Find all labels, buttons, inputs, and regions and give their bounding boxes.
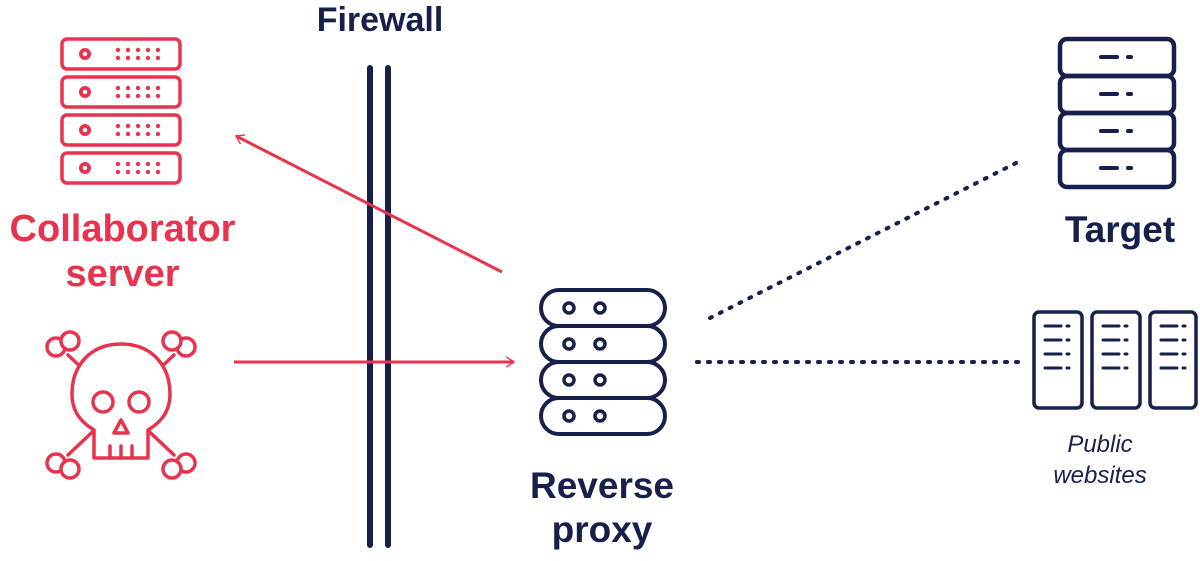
led-dot xyxy=(135,47,141,53)
led-dot xyxy=(145,55,151,61)
collaborator-label-line2: server xyxy=(65,252,180,295)
reverse-proxy-icon xyxy=(539,288,667,436)
target-label: Target xyxy=(1064,209,1176,250)
collaborator-server-icon xyxy=(60,37,182,185)
led-dot xyxy=(135,85,141,91)
public-label-line1: Public xyxy=(1067,431,1133,458)
led-dot xyxy=(125,85,131,91)
led-dot xyxy=(115,93,121,99)
led-dot xyxy=(115,161,121,167)
target-server-icon xyxy=(1057,36,1177,190)
led-dot xyxy=(125,55,131,61)
led-dot xyxy=(145,93,151,99)
led-dot xyxy=(135,161,141,167)
led-dot xyxy=(125,169,131,175)
led-dot xyxy=(125,93,131,99)
led-dot xyxy=(115,47,121,53)
skull-crossbones-icon xyxy=(45,330,197,480)
led-dot xyxy=(135,123,141,129)
reverse-proxy-label: Reverse proxy xyxy=(492,464,712,551)
led-dot xyxy=(115,55,121,61)
public-websites-label: Public websites xyxy=(1035,429,1165,491)
dotted-link-proxy-to-target xyxy=(708,160,1020,320)
led-dot xyxy=(155,55,161,61)
led-dot xyxy=(125,161,131,167)
led-dot xyxy=(155,93,161,99)
led-dot xyxy=(145,123,151,129)
led-dot xyxy=(145,85,151,91)
led-dot xyxy=(125,123,131,129)
firewall-label: Firewall xyxy=(316,1,444,39)
firewall xyxy=(367,65,391,548)
led-dot xyxy=(135,55,141,61)
led-dot xyxy=(115,123,121,129)
led-dot xyxy=(125,47,131,53)
led-dot xyxy=(155,47,161,53)
led-dot xyxy=(155,85,161,91)
led-dot xyxy=(145,131,151,137)
led-dot xyxy=(135,169,141,175)
proxy-label-line2: proxy xyxy=(551,508,653,550)
led-dot xyxy=(155,131,161,137)
led-dot xyxy=(145,161,151,167)
public-websites-icon xyxy=(1032,310,1198,410)
led-dot xyxy=(115,85,121,91)
collaborator-label-line1: Collaborator xyxy=(9,208,236,250)
led-dot xyxy=(135,93,141,99)
led-dot xyxy=(155,169,161,175)
public-label-line2: websites xyxy=(1053,462,1147,490)
led-dot xyxy=(115,131,121,137)
led-dot xyxy=(115,169,121,175)
led-dot xyxy=(155,123,161,129)
proxy-label-line1: Reverse xyxy=(529,465,674,506)
led-dot xyxy=(155,161,161,167)
arrow-proxy-to-collaborator xyxy=(234,134,503,274)
led-dot xyxy=(145,47,151,53)
collaborator-server-label: Collaborator server xyxy=(0,207,245,297)
led-dot xyxy=(145,169,151,175)
led-dot xyxy=(125,131,131,137)
led-dot xyxy=(135,131,141,137)
